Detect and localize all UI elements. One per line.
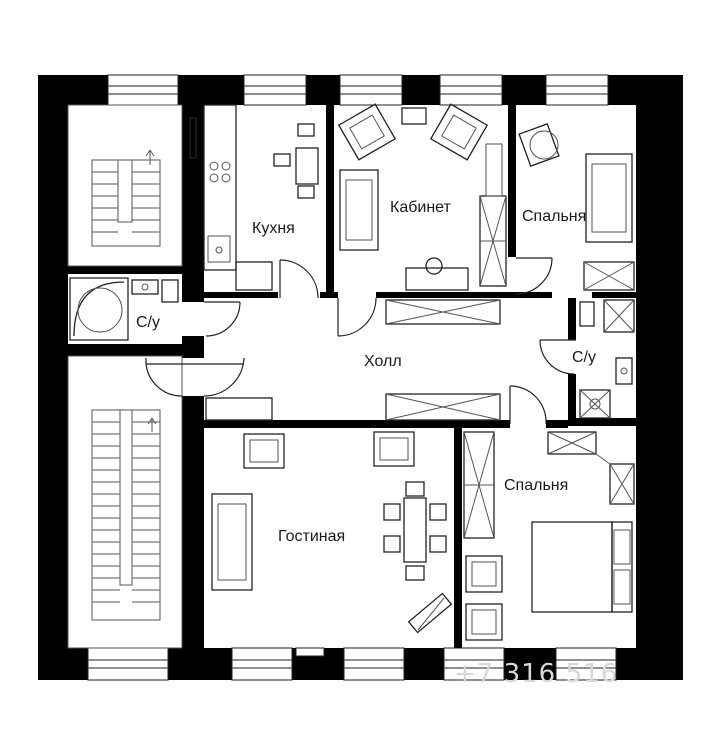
interior-walls [68, 105, 636, 648]
bedroom-bottom-furniture [463, 431, 635, 641]
bathroom-right-fixtures [579, 299, 635, 419]
label-bathroom-left: С/у [136, 314, 160, 331]
label-living: Гостиная [278, 528, 345, 545]
label-hall: Холл [364, 353, 402, 370]
doors [145, 257, 576, 425]
hall-furniture [205, 299, 501, 421]
kitchen-furniture [189, 104, 319, 291]
study-furniture [337, 103, 507, 291]
living-room-furniture [211, 431, 453, 634]
bedroom-top-furniture [518, 123, 635, 291]
label-kitchen: Кухня [252, 220, 295, 237]
room-labels: Кухня Кабинет Спальня С/у С/у Холл Гости… [136, 199, 596, 545]
label-bedroom-bottom: Спальня [504, 477, 568, 494]
label-bedroom-top: Спальня [522, 208, 586, 225]
watermark: +7 316 516 [454, 659, 618, 689]
label-study: Кабинет [390, 199, 452, 216]
windows [87, 74, 617, 681]
staircase-top [67, 104, 183, 267]
bathroom-left-fixtures [69, 277, 179, 341]
staircase-bottom [67, 355, 183, 649]
label-bathroom-right: С/у [572, 349, 596, 366]
